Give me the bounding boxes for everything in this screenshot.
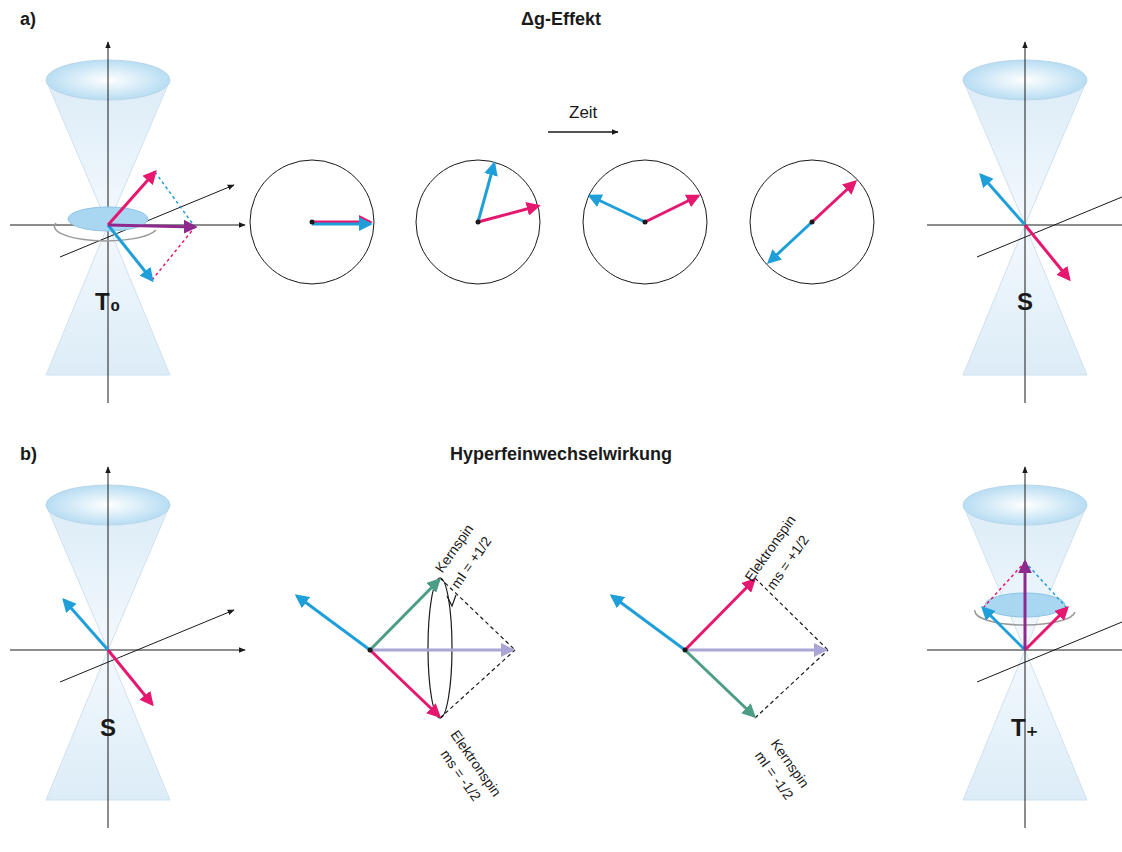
panel-heading: Δg-Effekt <box>521 10 601 30</box>
panel-heading: Hyperfeinwechselwirkung <box>450 445 672 465</box>
singlet-cone <box>927 42 1122 403</box>
t0-cone <box>10 42 245 403</box>
panel-letter: a) <box>20 10 36 30</box>
phase-circles <box>250 160 874 284</box>
state-label: T₊ <box>1011 715 1038 741</box>
singlet-cone <box>10 467 245 828</box>
time-label: Zeit <box>569 104 597 123</box>
state-label: S <box>100 715 116 741</box>
state-label: T₀ <box>95 289 120 315</box>
hyperfine-precession <box>297 578 515 718</box>
panel-letter: b) <box>20 445 37 465</box>
hyperfine-flip <box>612 578 828 718</box>
state-label: S <box>1017 289 1033 315</box>
time-arrow <box>548 131 618 133</box>
triplet-plus-cone <box>927 467 1122 828</box>
